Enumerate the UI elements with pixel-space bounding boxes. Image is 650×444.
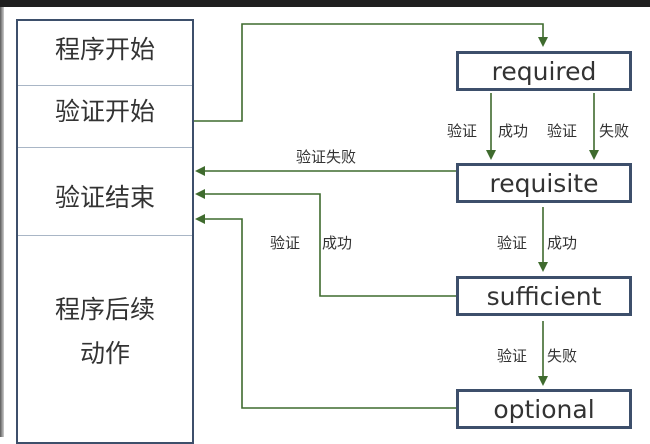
label-requisite-fail: 验证失败 — [296, 148, 357, 166]
program-flow-panel: 程序开始 验证开始 验证结束 程序后续动作 — [16, 19, 194, 444]
flow-step-program-continue-label: 程序后续动作 — [55, 295, 156, 368]
flow-step-program-start: 程序开始 — [54, 35, 155, 64]
flow-divider — [18, 235, 192, 236]
label-required-success-b: 成功 — [498, 122, 529, 140]
module-required: required — [456, 51, 632, 91]
label-sufficient-fail-a: 验证 — [497, 347, 528, 365]
window-top-bar — [0, 0, 650, 7]
label-sufficient-fail-b: 失败 — [547, 347, 578, 365]
window-left-edge — [0, 7, 4, 437]
label-sufficient-success-a: 验证 — [270, 234, 301, 252]
flow-step-auth-start: 验证开始 — [54, 97, 155, 126]
arrow-sufficient-success — [195, 189, 457, 297]
label-requisite-success-a: 验证 — [497, 234, 528, 252]
arrow-optional-result — [195, 214, 457, 409]
label-requisite-success-b: 成功 — [547, 234, 578, 252]
flow-divider — [18, 85, 192, 86]
module-optional: optional — [456, 389, 632, 429]
module-requisite: requisite — [456, 163, 632, 203]
label-required-fail-a: 验证 — [547, 122, 578, 140]
label-sufficient-success-b: 成功 — [322, 234, 353, 252]
label-required-success-a: 验证 — [447, 122, 478, 140]
flow-divider — [18, 147, 192, 148]
flow-step-program-continue: 程序后续动作 — [18, 287, 192, 377]
module-sufficient: sufficient — [456, 276, 632, 316]
arrow-auth-start-to-required — [194, 23, 548, 122]
label-required-fail-b: 失败 — [599, 122, 630, 140]
flow-step-auth-end: 验证结束 — [54, 183, 155, 212]
